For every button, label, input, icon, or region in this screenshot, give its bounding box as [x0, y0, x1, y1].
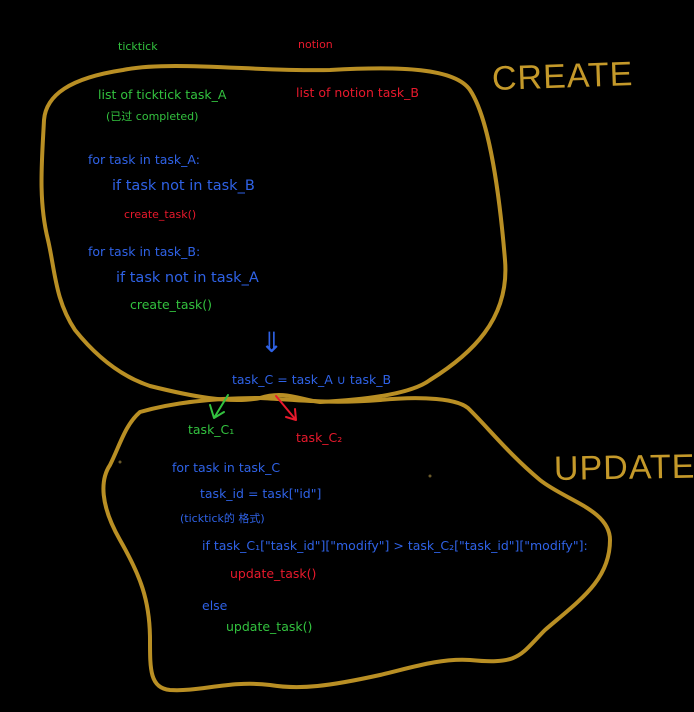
arrow-to-task-c2 — [275, 395, 297, 421]
create-section-title: CREATE — [491, 55, 634, 98]
update-region-outline — [101, 396, 612, 693]
update-call-b: update_task() — [226, 619, 313, 634]
update-loop-text: for task in task_C — [172, 460, 281, 475]
cond1-text: if task not in task_B — [112, 178, 255, 194]
loop2-text: for task in task_B: — [88, 244, 201, 259]
source-ticktick-label: ticktick — [118, 40, 158, 53]
task-c1-label: task_C₁ — [188, 422, 235, 437]
list-a-note: (已过 completed) — [106, 110, 199, 123]
loop1-text: for task in task_A: — [88, 152, 200, 167]
list-b-text: list of notion task_B — [296, 85, 419, 100]
merge-expression: task_C = task_A ∪ task_B — [232, 372, 392, 387]
update-section-title: UPDATE — [553, 447, 694, 488]
task-c2-label: task_C₂ — [296, 430, 343, 445]
else-text: else — [202, 598, 228, 613]
task-id-assign-text: task_id = task["id"] — [200, 486, 322, 501]
stray-dot — [118, 460, 122, 464]
stray-dot — [428, 474, 432, 478]
cond2-text: if task not in task_A — [116, 270, 259, 286]
source-notion-label: notion — [298, 38, 333, 51]
modify-compare-text: if task_C₁["task_id"]["modify"] > task_C… — [202, 538, 588, 553]
call2-text: create_task() — [130, 297, 212, 312]
update-call-a: update_task() — [230, 566, 317, 581]
down-double-arrow: ⇓ — [260, 326, 284, 359]
format-note-text: (ticktick的 格式) — [180, 512, 265, 525]
call1-text: create_task() — [124, 208, 197, 221]
list-a-text: list of ticktick task_A — [98, 87, 227, 102]
arrow-to-task-c1 — [209, 394, 229, 419]
